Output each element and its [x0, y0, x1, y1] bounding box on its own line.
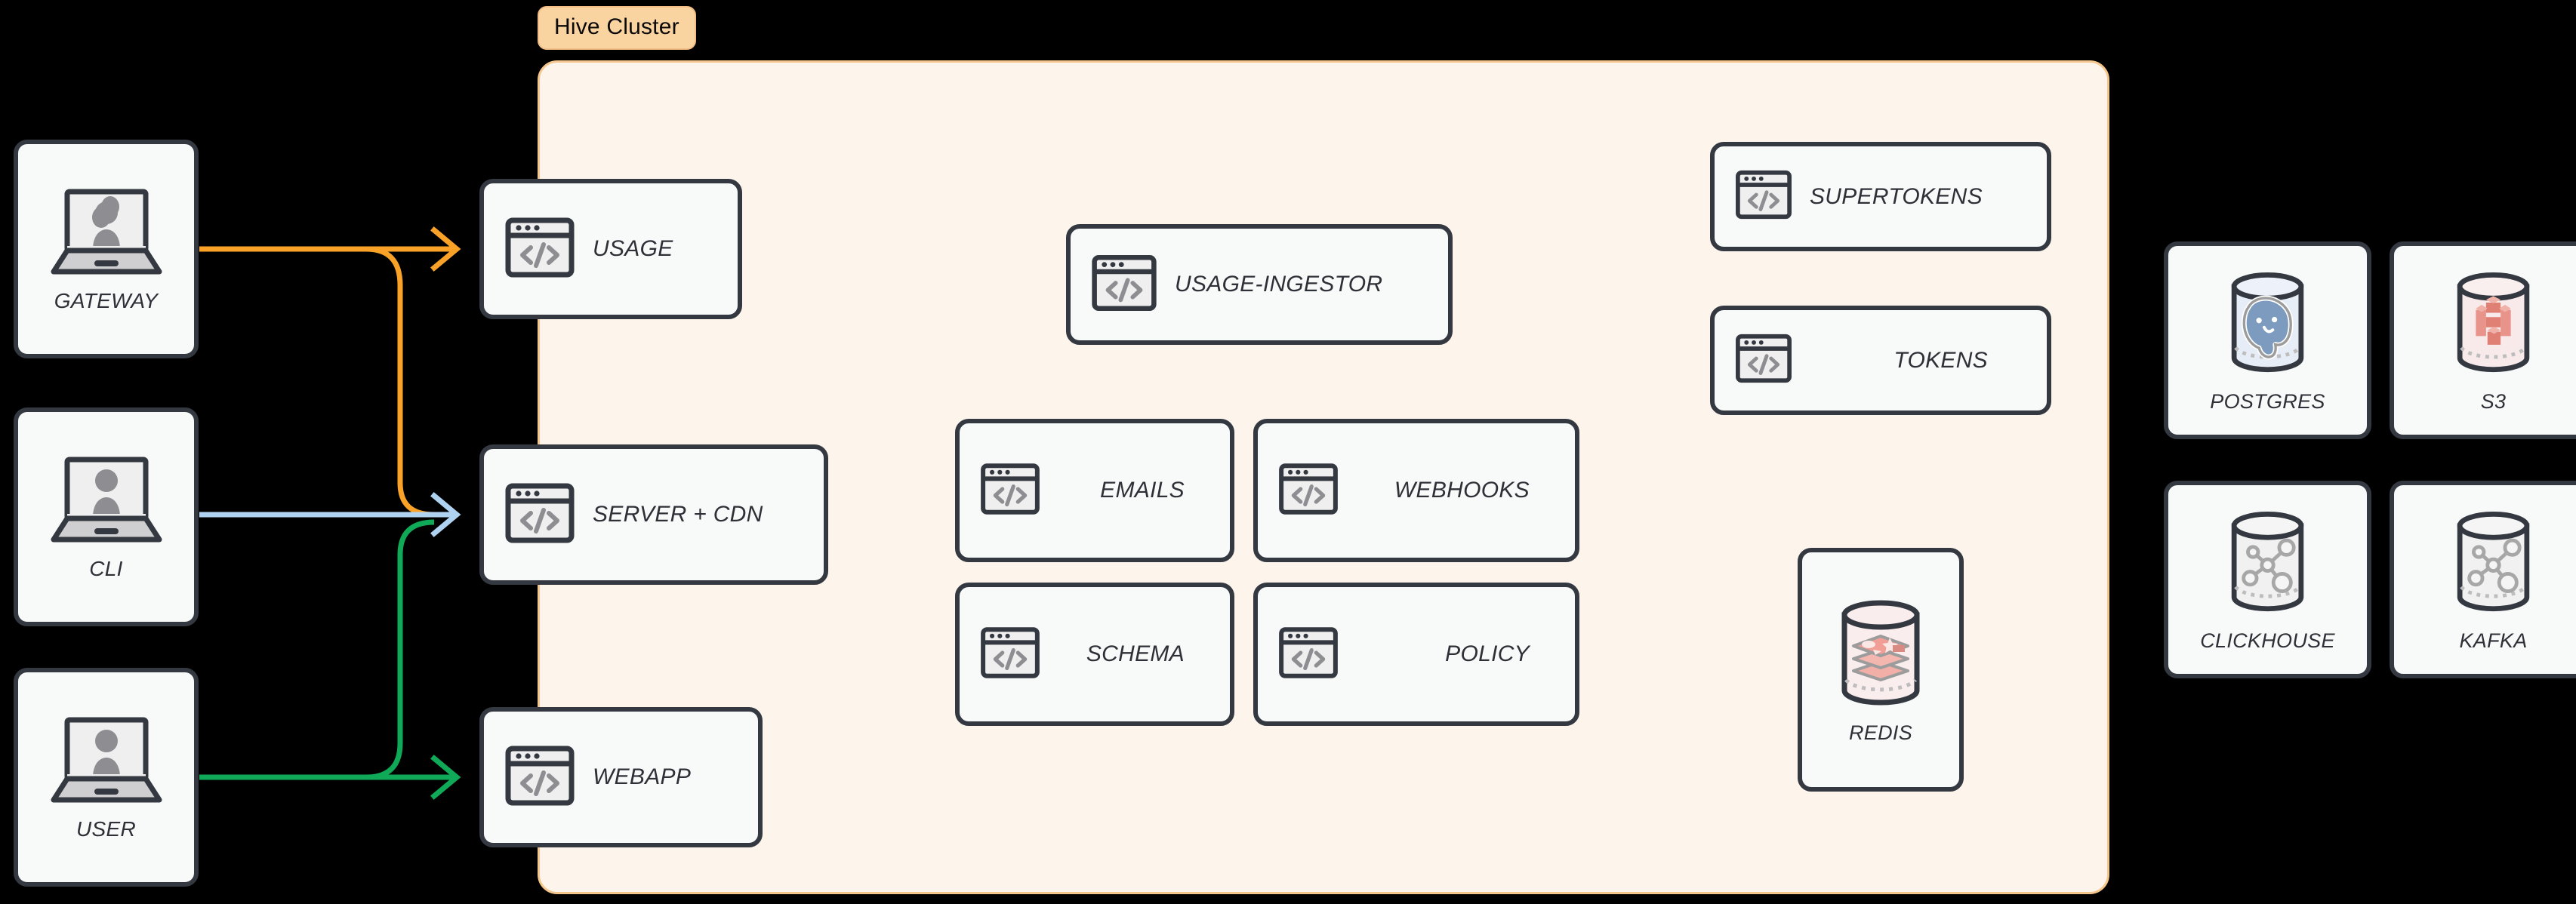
code-window-icon: [1090, 249, 1158, 321]
generic-database-icon: [2442, 506, 2544, 622]
service-label: SERVER + CDN: [593, 502, 763, 527]
datastore-label: POSTGRES: [2210, 390, 2325, 413]
code-window-icon: [1734, 329, 1793, 392]
service-node-webhooks[interactable]: WEBHOOKS: [1253, 419, 1579, 562]
edge-gateway-to-server-cdn: [365, 246, 435, 518]
service-node-emails[interactable]: EMAILS: [955, 419, 1234, 562]
datastore-node-clickhouse[interactable]: CLICKHOUSE: [2164, 481, 2371, 678]
service-label: POLICY: [1445, 641, 1530, 666]
service-node-usage-ingestor[interactable]: USAGE-INGESTOR: [1066, 224, 1453, 345]
actor-label: CLI: [89, 556, 123, 580]
service-node-schema[interactable]: SCHEMA: [955, 583, 1234, 726]
service-label: SCHEMA: [1086, 641, 1185, 666]
code-window-icon: [979, 458, 1041, 524]
actor-node-gateway[interactable]: GATEWAY: [14, 140, 199, 358]
code-window-icon: [1277, 622, 1339, 687]
service-label: SUPERTOKENS: [1810, 183, 1983, 209]
actor-node-user[interactable]: USER: [14, 668, 199, 887]
datastore-node-s3[interactable]: S3: [2390, 241, 2576, 439]
service-node-webapp[interactable]: WEBAPP: [479, 707, 763, 847]
datastore-node-postgres[interactable]: POSTGRES: [2164, 241, 2371, 439]
datastore-label: S3: [2480, 390, 2507, 413]
edge-gateway-to-usage: [199, 226, 461, 272]
datastore-node-redis[interactable]: REDIS: [1798, 548, 1964, 792]
laptop-user-icon: [49, 186, 164, 281]
code-window-icon: [1734, 165, 1793, 228]
service-node-tokens[interactable]: TOKENS: [1710, 306, 2051, 415]
code-window-icon: [504, 477, 576, 553]
actor-node-cli[interactable]: CLI: [14, 407, 199, 626]
service-node-policy[interactable]: POLICY: [1253, 583, 1579, 726]
generic-database-icon: [2217, 506, 2319, 622]
postgres-database-icon: [2217, 267, 2319, 383]
datastore-label: KAFKA: [2459, 629, 2528, 652]
redis-database-icon: [1828, 595, 1934, 714]
service-node-server-cdn[interactable]: SERVER + CDN: [479, 444, 828, 585]
edge-cli-to-server-cdn: [199, 492, 461, 537]
datastore-label: REDIS: [1848, 721, 1913, 744]
datastore-node-kafka[interactable]: KAFKA: [2390, 481, 2576, 678]
s3-database-icon: [2442, 267, 2544, 383]
hive-cluster-label: Hive Cluster: [538, 6, 696, 50]
actor-label: GATEWAY: [54, 288, 159, 312]
service-label: WEBHOOKS: [1394, 478, 1530, 503]
laptop-user-icon: [49, 714, 164, 810]
service-label: USAGE: [593, 236, 673, 261]
service-label: WEBAPP: [593, 764, 692, 789]
datastore-label: CLICKHOUSE: [2200, 629, 2335, 652]
service-node-usage[interactable]: USAGE: [479, 179, 742, 319]
service-label: USAGE-INGESTOR: [1175, 272, 1383, 297]
edge-user-to-webapp: [199, 755, 461, 800]
code-window-icon: [504, 211, 576, 287]
service-label: TOKENS: [1893, 347, 1988, 373]
service-label: EMAILS: [1100, 478, 1185, 503]
code-window-icon: [1277, 458, 1339, 524]
code-window-icon: [979, 622, 1041, 687]
laptop-user-icon: [49, 454, 164, 549]
edge-user-to-server-cdn: [365, 519, 435, 780]
actor-label: USER: [76, 816, 136, 841]
code-window-icon: [504, 739, 576, 816]
service-node-supertokens[interactable]: SUPERTOKENS: [1710, 142, 2051, 251]
